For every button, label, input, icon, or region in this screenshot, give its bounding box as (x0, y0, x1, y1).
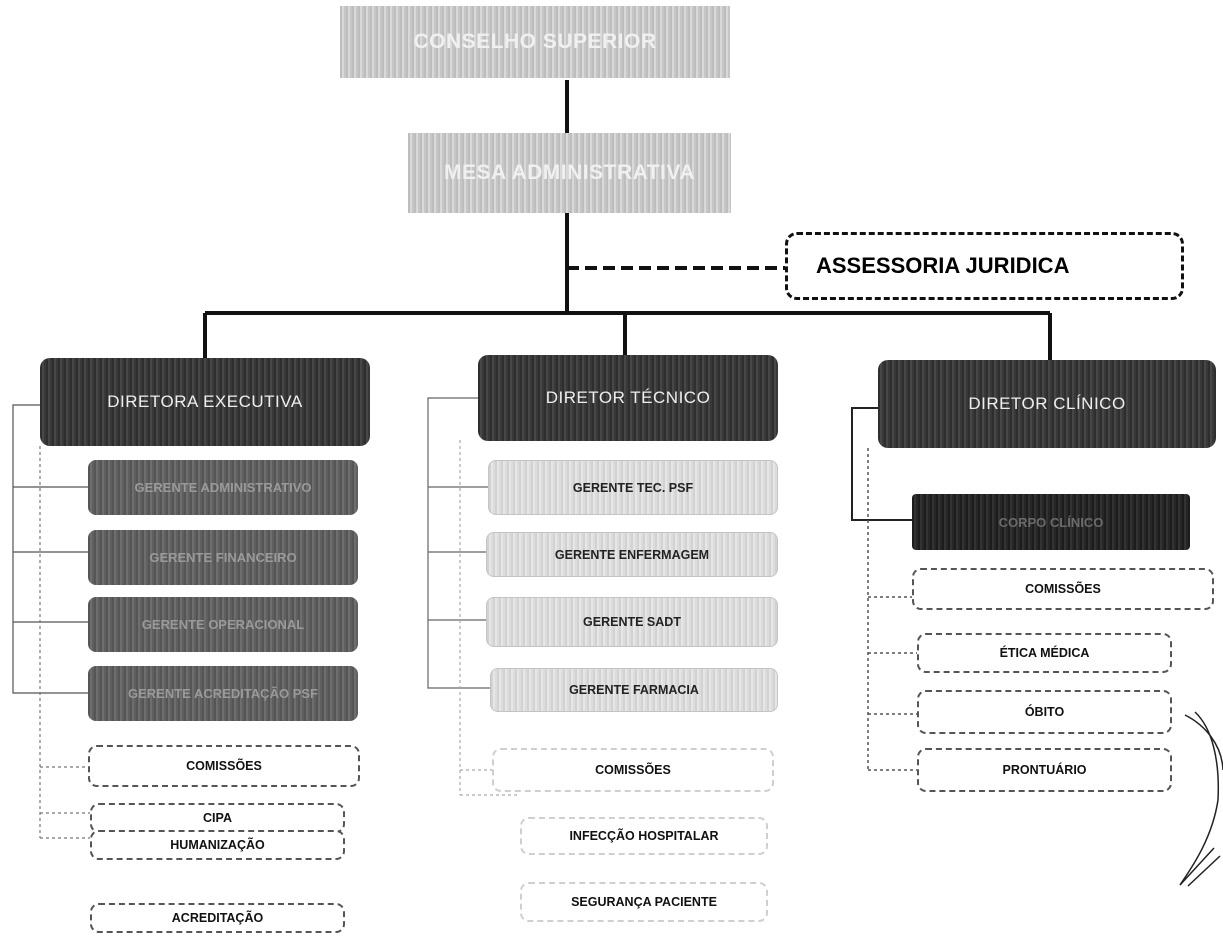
node-label: INFECÇÃO HOSPITALAR (569, 829, 719, 843)
node-label: GERENTE ADMINISTRATIVO (134, 480, 312, 495)
node-label: GERENTE OPERACIONAL (141, 617, 305, 632)
node-label: PRONTUÁRIO (1002, 763, 1087, 777)
node-label: DIRETORA EXECUTIVA (107, 392, 303, 411)
node-label: COMISSÕES (186, 759, 262, 773)
node-label: SEGURANÇA PACIENTE (571, 895, 717, 909)
node-label: COMISSÕES (1025, 582, 1101, 596)
node-label: GERENTE ENFERMAGEM (554, 547, 710, 562)
node-label: GERENTE TEC. PSF (572, 480, 694, 495)
node-conselho-superior: CONSELHO SUPERIOR (340, 6, 730, 78)
node-label: CORPO CLÍNICO (998, 514, 1104, 530)
node-comissoes-tecnico: COMISSÕES (492, 748, 774, 792)
node-label: GERENTE FARMACIA (569, 683, 699, 697)
node-diretor-clinico: DIRETOR CLÍNICO (878, 360, 1216, 448)
node-etica-medica: ÉTICA MÉDICA (917, 633, 1172, 673)
node-humanizacao: HUMANIZAÇÃO (90, 830, 345, 860)
node-gerente-acreditacao-psf: GERENTE ACREDITAÇÃO PSF (88, 666, 358, 721)
node-infeccao-hospitalar: INFECÇÃO HOSPITALAR (520, 817, 768, 855)
node-assessoria-juridica: ASSESSORIA JURIDICA (785, 232, 1184, 300)
node-comissoes-executiva: COMISSÕES (88, 745, 360, 787)
node-label: COMISSÕES (595, 763, 671, 777)
node-diretor-tecnico: DIRETOR TÉCNICO (478, 355, 778, 441)
node-gerente-enfermagem: GERENTE ENFERMAGEM (486, 532, 778, 577)
node-label: DIRETOR CLÍNICO (968, 394, 1126, 413)
node-label: ÓBITO (1024, 705, 1065, 719)
pen-sketch (1179, 711, 1223, 887)
node-mesa-administrativa: MESA ADMINISTRATIVA (408, 133, 731, 213)
node-label: ÉTICA MÉDICA (999, 646, 1090, 660)
node-corpo-clinico: CORPO CLÍNICO (912, 494, 1190, 550)
node-gerente-administrativo: GERENTE ADMINISTRATIVO (88, 460, 358, 515)
node-label: HUMANIZAÇÃO (170, 838, 265, 852)
node-label: GERENTE SADT (583, 615, 681, 629)
node-obito: ÓBITO (917, 690, 1172, 734)
node-label: MESA ADMINISTRATIVA (444, 161, 695, 184)
node-label: CIPA (203, 811, 232, 825)
node-diretora-executiva: DIRETORA EXECUTIVA (40, 358, 370, 446)
node-acreditacao: ACREDITAÇÃO (90, 903, 345, 933)
node-label: GERENTE ACREDITAÇÃO PSF (128, 686, 318, 701)
node-gerente-sadt: GERENTE SADT (486, 597, 778, 647)
node-gerente-farmacia: GERENTE FARMACIA (490, 668, 778, 712)
node-label: GERENTE FINANCEIRO (149, 550, 297, 565)
node-label: ASSESSORIA JURIDICA (816, 253, 1070, 278)
node-gerente-tec-psf: GERENTE TEC. PSF (488, 460, 778, 515)
node-label: CONSELHO SUPERIOR (413, 30, 657, 53)
node-cipa: CIPA (90, 803, 345, 833)
node-prontuario: PRONTUÁRIO (917, 748, 1172, 792)
node-comissoes-clinico: COMISSÕES (912, 568, 1214, 610)
node-gerente-financeiro: GERENTE FINANCEIRO (88, 530, 358, 585)
node-seguranca-paciente: SEGURANÇA PACIENTE (520, 882, 768, 922)
node-label: DIRETOR TÉCNICO (545, 388, 711, 407)
node-label: ACREDITAÇÃO (171, 911, 264, 925)
node-gerente-operacional: GERENTE OPERACIONAL (88, 597, 358, 652)
